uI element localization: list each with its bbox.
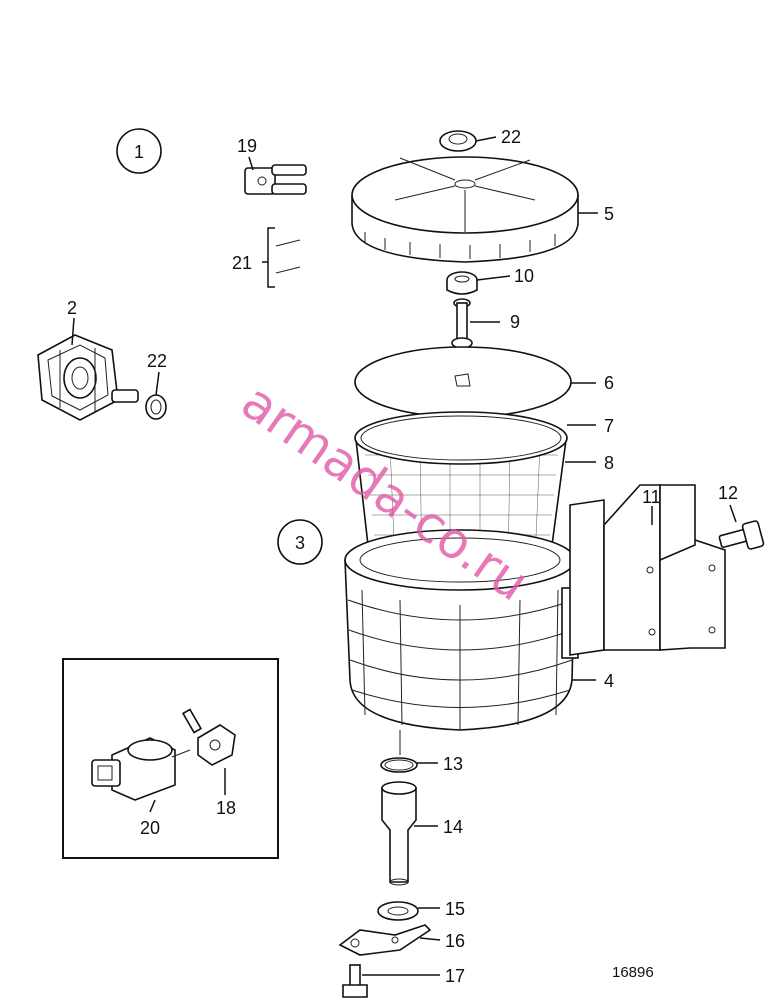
callout-2: 2 bbox=[67, 298, 77, 318]
callout-5: 5 bbox=[604, 204, 614, 224]
plate-16 bbox=[338, 924, 441, 956]
callout-10: 10 bbox=[514, 266, 534, 286]
callout-13: 13 bbox=[443, 754, 463, 774]
nut-22-top bbox=[439, 130, 497, 152]
pin-9 bbox=[451, 298, 500, 349]
housing-4 bbox=[344, 529, 596, 755]
callout-20: 20 bbox=[140, 818, 160, 838]
pipe-14 bbox=[381, 781, 438, 886]
connector-18 bbox=[181, 708, 236, 766]
callout-17: 17 bbox=[445, 966, 465, 986]
callout-12: 12 bbox=[718, 483, 738, 503]
o-ring-7 bbox=[354, 411, 596, 465]
disc-6 bbox=[354, 346, 596, 418]
callout-9: 9 bbox=[510, 312, 520, 332]
detail-inset-box bbox=[62, 658, 279, 859]
view-marker-3: 3 bbox=[277, 519, 323, 565]
hose bbox=[170, 0, 474, 467]
callout-18: 18 bbox=[216, 798, 236, 818]
grommet-10 bbox=[446, 271, 511, 295]
svg-text:3: 3 bbox=[295, 533, 305, 553]
callout-7: 7 bbox=[604, 416, 614, 436]
svg-text:1: 1 bbox=[134, 142, 144, 162]
callout-8: 8 bbox=[604, 453, 614, 473]
hose-clip-22-left bbox=[145, 394, 167, 420]
callout-16: 16 bbox=[445, 931, 465, 951]
callout-11: 11 bbox=[642, 487, 661, 507]
callout-22-left: 22 bbox=[147, 351, 167, 371]
callout-4: 4 bbox=[604, 671, 614, 691]
callout-22-top: 22 bbox=[501, 127, 521, 147]
callout-19: 19 bbox=[237, 136, 257, 156]
callout-14: 14 bbox=[443, 817, 463, 837]
o-ring-13 bbox=[380, 757, 438, 773]
bracket-11 bbox=[569, 484, 726, 656]
sensor-20 bbox=[91, 737, 191, 801]
callout-6: 6 bbox=[604, 373, 614, 393]
cover-5 bbox=[351, 156, 598, 263]
bolt-12 bbox=[718, 504, 765, 550]
callout-21: 21 bbox=[232, 253, 252, 273]
view-marker-1: 1 bbox=[116, 128, 162, 174]
bolt-17 bbox=[342, 964, 440, 998]
washer-15 bbox=[377, 901, 440, 921]
hose-clamp-19 bbox=[244, 164, 307, 195]
callout-15: 15 bbox=[445, 899, 465, 919]
drawing-number: 16896 bbox=[612, 964, 654, 981]
sensor-2 bbox=[37, 334, 139, 421]
